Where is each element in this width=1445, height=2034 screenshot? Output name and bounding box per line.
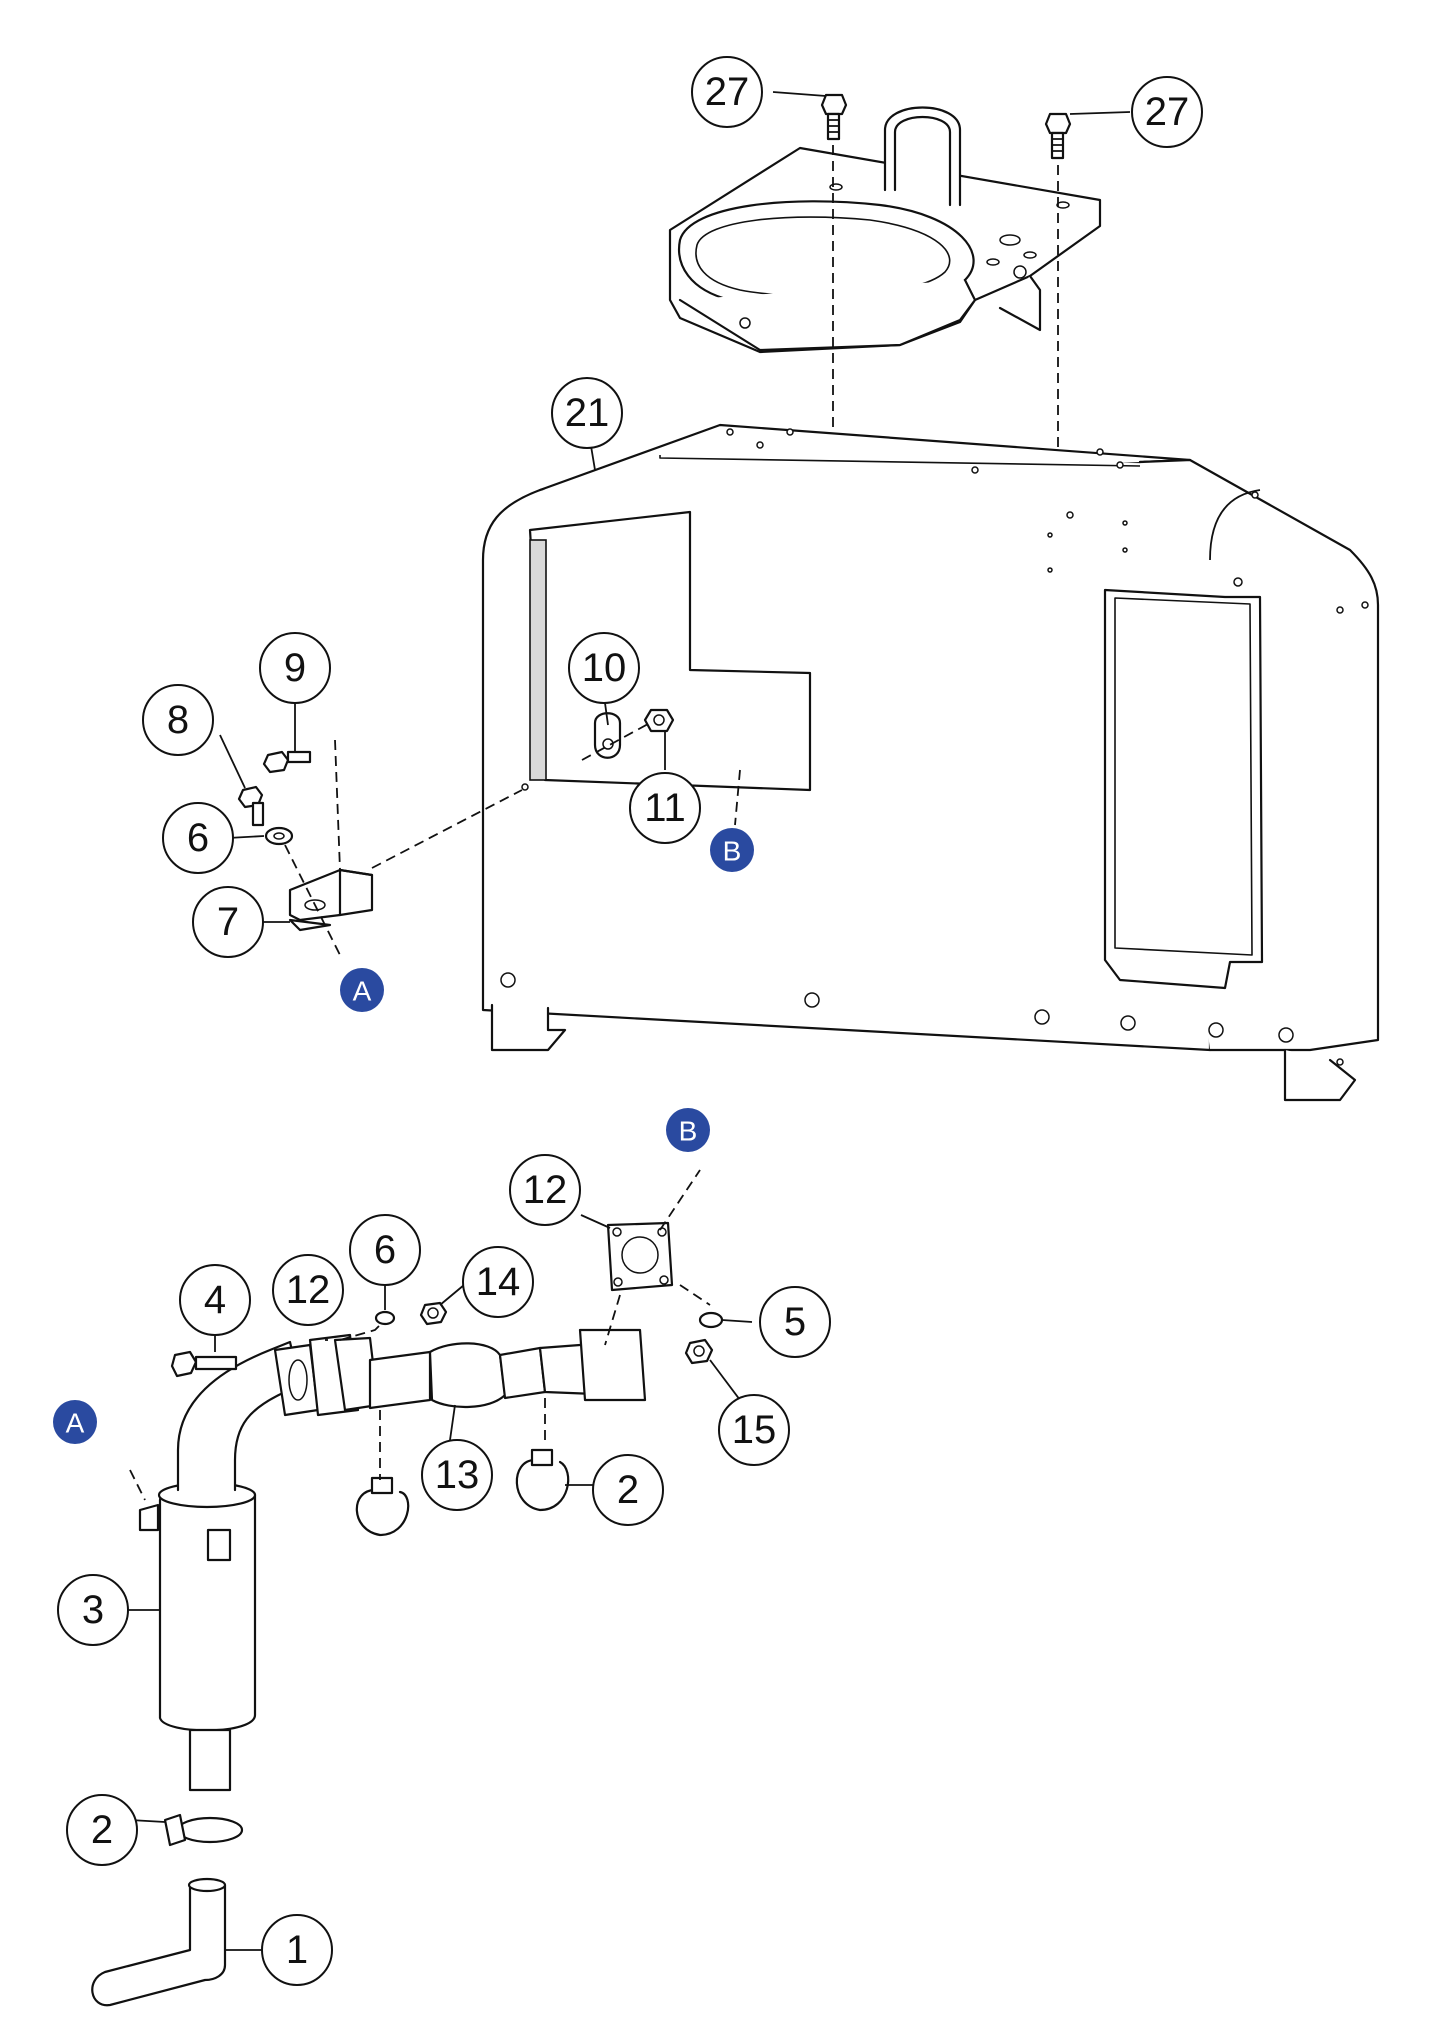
svg-text:14: 14 xyxy=(476,1260,521,1304)
svg-text:10: 10 xyxy=(582,646,627,690)
callout-6-lower: 6 xyxy=(349,1214,421,1286)
callout-12-left: 12 xyxy=(272,1254,344,1326)
callout-2-right: 2 xyxy=(592,1454,664,1526)
svg-text:12: 12 xyxy=(286,1268,331,1312)
svg-text:6: 6 xyxy=(374,1228,396,1272)
callout-8: 8 xyxy=(142,684,214,756)
bracket-7 xyxy=(288,868,374,932)
ref-marker-a-upper: A xyxy=(340,968,384,1012)
callout-13: 13 xyxy=(421,1439,493,1511)
svg-text:A: A xyxy=(353,976,372,1007)
svg-text:9: 9 xyxy=(284,646,306,690)
svg-text:8: 8 xyxy=(167,698,189,742)
elbow-pipe xyxy=(176,1340,302,1492)
bolt-4 xyxy=(170,1350,238,1378)
callout-7: 7 xyxy=(192,886,264,958)
callout-21: 21 xyxy=(551,377,623,449)
callout-2-bottom: 2 xyxy=(66,1794,138,1866)
enclosure-panel xyxy=(481,423,1380,1102)
svg-text:B: B xyxy=(723,836,742,867)
svg-text:11: 11 xyxy=(644,786,686,830)
svg-text:15: 15 xyxy=(732,1408,777,1452)
callout-4: 4 xyxy=(179,1264,251,1336)
gasket-12-right xyxy=(606,1221,674,1292)
callout-1: 1 xyxy=(261,1914,333,1986)
svg-text:2: 2 xyxy=(617,1468,639,1512)
callout-27-left: 27 xyxy=(691,56,763,128)
flange-left xyxy=(308,1333,380,1417)
callout-9: 9 xyxy=(259,632,331,704)
lifting-bracket xyxy=(668,106,1102,354)
clamp-2-bottom xyxy=(163,1813,244,1847)
callout-11: 11 xyxy=(629,772,701,844)
callout-14: 14 xyxy=(462,1246,534,1318)
tailpipe-1 xyxy=(91,1877,227,2007)
callout-27-right: 27 xyxy=(1131,76,1203,148)
callout-6-top: 6 xyxy=(162,802,234,874)
svg-text:2: 2 xyxy=(91,1808,113,1852)
svg-text:13: 13 xyxy=(435,1453,480,1497)
clamp-2-lower-mid xyxy=(355,1476,410,1537)
washer-5 xyxy=(698,1311,724,1329)
clamp-2-right xyxy=(515,1448,570,1512)
svg-text:6: 6 xyxy=(187,816,209,860)
bolt-27-right xyxy=(1044,112,1072,160)
ref-marker-b-upper: B xyxy=(710,828,754,872)
callout-5: 5 xyxy=(759,1286,831,1358)
svg-text:27: 27 xyxy=(705,70,750,114)
ref-marker-a-lower: A xyxy=(53,1400,97,1444)
ref-marker-b-lower: B xyxy=(666,1108,710,1152)
svg-text:27: 27 xyxy=(1145,90,1190,134)
bolt-8 xyxy=(237,785,265,827)
callout-12-right: 12 xyxy=(509,1154,581,1226)
svg-text:7: 7 xyxy=(217,900,239,944)
bolt-27-left xyxy=(820,93,848,141)
svg-text:A: A xyxy=(66,1408,85,1439)
muffler-3 xyxy=(138,1481,257,1792)
callout-10: 10 xyxy=(568,632,640,704)
svg-text:21: 21 xyxy=(565,391,610,435)
svg-text:3: 3 xyxy=(82,1588,104,1632)
svg-text:5: 5 xyxy=(784,1300,806,1344)
callout-15: 15 xyxy=(718,1394,790,1466)
flange-right xyxy=(578,1328,647,1402)
callout-3: 3 xyxy=(57,1574,129,1646)
svg-text:4: 4 xyxy=(204,1278,226,1322)
washer-6-lower xyxy=(374,1310,396,1326)
bolt-9 xyxy=(262,750,312,774)
svg-text:12: 12 xyxy=(523,1168,568,1212)
svg-text:B: B xyxy=(679,1116,698,1147)
svg-text:1: 1 xyxy=(286,1928,308,1972)
